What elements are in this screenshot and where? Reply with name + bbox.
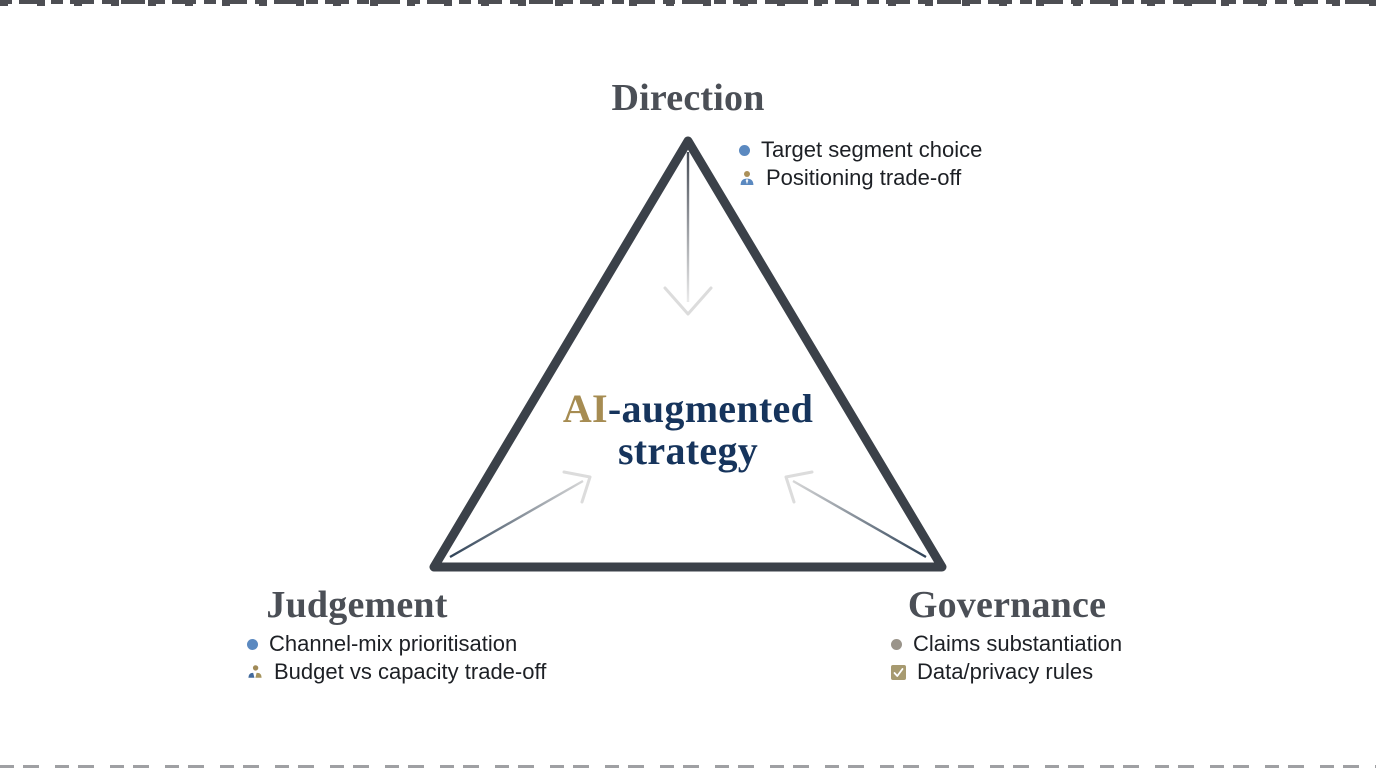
center-label-line2: strategy — [617, 428, 759, 473]
list-item-label: Claims substantiation — [913, 631, 1123, 656]
dot-icon — [247, 638, 258, 650]
center-label: AI-augmented strategy — [488, 388, 888, 472]
list-item-label: Positioning trade-off — [766, 165, 962, 190]
governance-title: Governance — [907, 584, 1107, 626]
center-label-tail: -augmented — [607, 386, 814, 431]
center-label-line1: AI-augmented — [488, 388, 888, 430]
checked-checkbox-icon — [891, 664, 906, 680]
center-label-highlight: AI — [562, 386, 608, 431]
arrow-direction-to-center — [663, 152, 713, 316]
judgement-title: Judgement — [266, 584, 448, 626]
judgement-bullet-list: Channel-mix prioritisation Budget vs cap… — [247, 630, 546, 686]
list-item-label: Target segment choice — [761, 137, 983, 162]
person-icon — [739, 170, 755, 186]
direction-title: Direction — [611, 77, 765, 119]
list-item: Channel-mix prioritisation — [247, 630, 546, 658]
arrow-judgement-to-center — [449, 470, 592, 559]
list-item: Claims substantiation — [891, 630, 1122, 658]
list-item: Data/privacy rules — [891, 658, 1122, 686]
people-trade-off-icon — [247, 664, 263, 680]
dot-icon — [891, 638, 902, 650]
triangle-outline — [429, 136, 947, 572]
list-item-label: Budget vs capacity trade-off — [274, 659, 547, 684]
list-item: Target segment choice — [739, 136, 982, 164]
list-item-label: Data/privacy rules — [917, 659, 1094, 684]
dot-icon — [739, 144, 750, 156]
list-item-label: Channel-mix prioritisation — [269, 631, 518, 656]
list-item: Positioning trade-off — [739, 164, 982, 192]
governance-bullet-list: Claims substantiation Data/privacy rules — [891, 630, 1122, 686]
arrow-governance-to-center — [784, 470, 927, 559]
direction-bullet-list: Target segment choice Positioning trade-… — [739, 136, 982, 192]
list-item: Budget vs capacity trade-off — [247, 658, 546, 686]
